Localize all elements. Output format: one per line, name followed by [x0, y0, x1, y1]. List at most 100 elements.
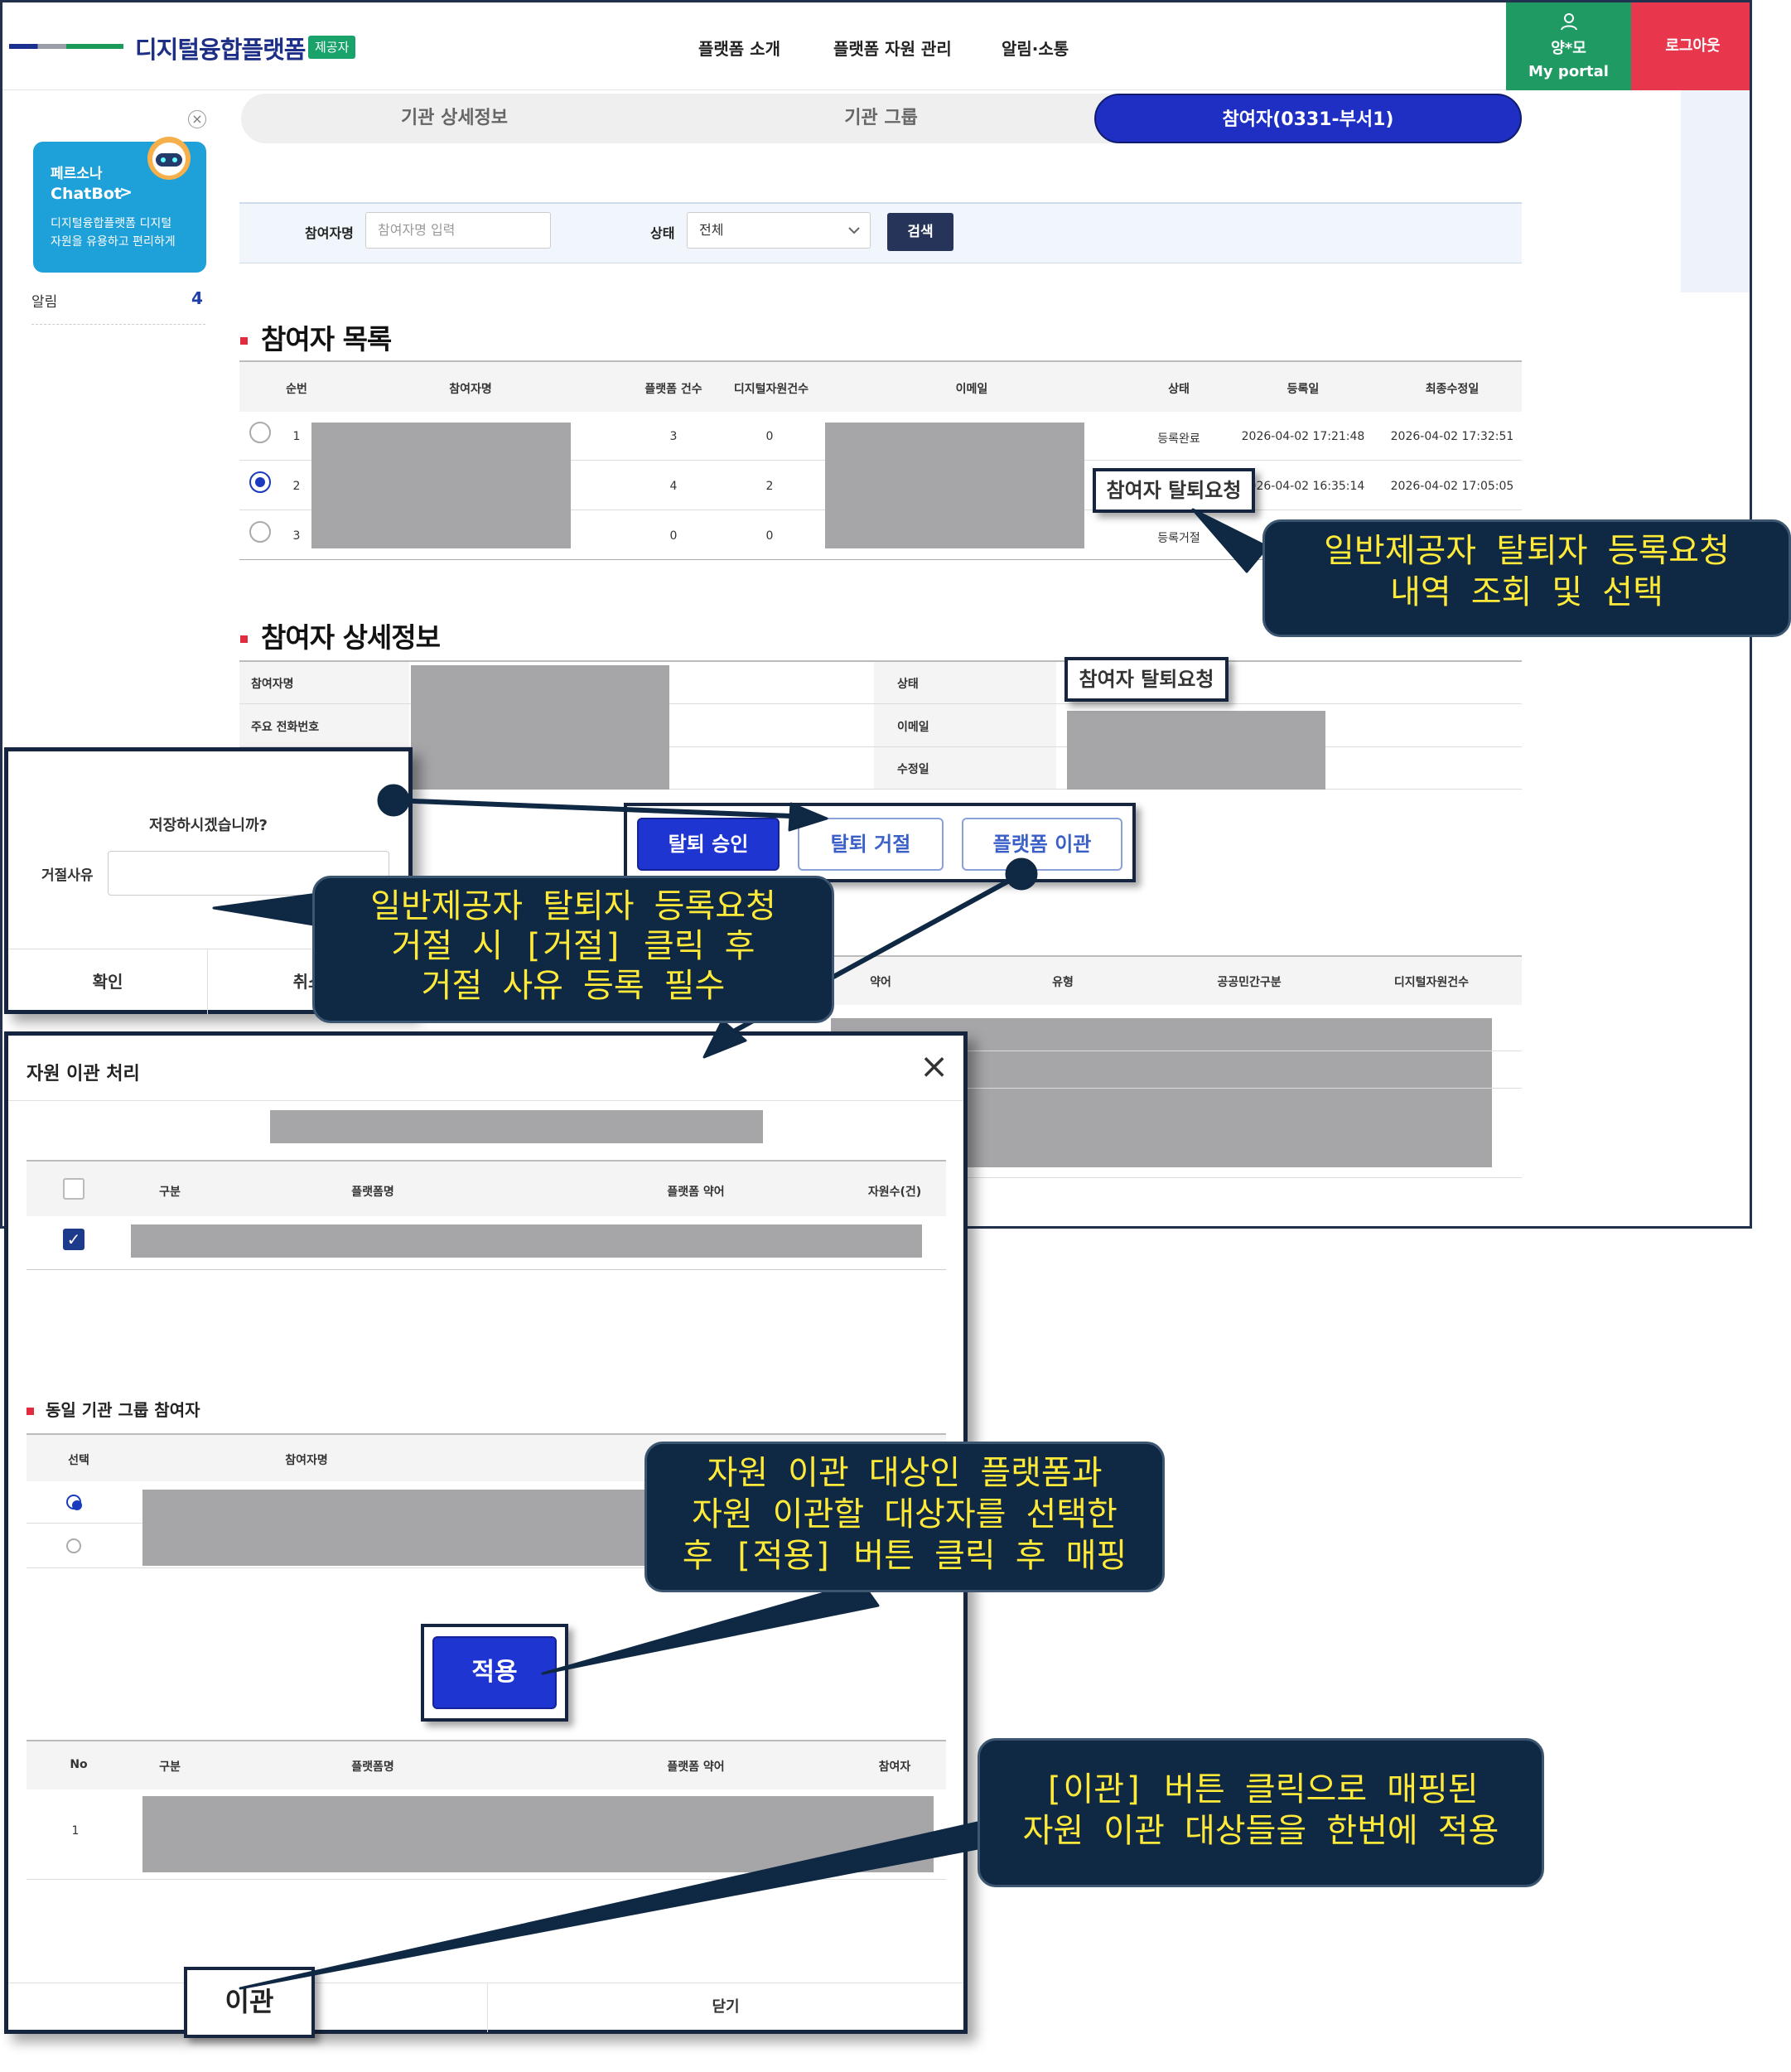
reject-withdrawal-button[interactable]: 탈퇴 거절 [798, 818, 944, 871]
transfer-col-abbr: 플랫폼 약어 [667, 1186, 725, 1199]
platform-row-divider [823, 1088, 1522, 1089]
tab-participant[interactable]: 참여자(0331-부서1) [1094, 94, 1522, 143]
callout-4-line-2: 자원 이관 대상들을 한번에 적용 [1022, 1812, 1499, 1850]
sidebar-alert-count: 4 [191, 288, 203, 308]
reject-modal-question: 저장하시겠습니까? [149, 817, 268, 834]
row-resources-1: 0 [765, 430, 774, 443]
group-radio-1[interactable] [66, 1495, 82, 1510]
group-participant-title-text: 동일 기관 그룹 참여자 [46, 1400, 200, 1420]
reject-reason-label: 거절사유 [41, 867, 94, 884]
nav-notice-communication[interactable]: 알림·소통 [1002, 39, 1069, 59]
transfer-close-button[interactable]: 닫기 [712, 1998, 740, 2016]
transfer-platform-button[interactable]: 플랫폼 이관 [962, 818, 1122, 871]
search-name-label: 참여자명 [305, 225, 354, 241]
callout-1-line-2: 내역 조회 및 선택 [1390, 573, 1663, 611]
detail-status-label: 상태 [897, 678, 919, 691]
select-all-checkbox[interactable] [63, 1178, 84, 1200]
col-name: 참여자명 [449, 383, 492, 396]
redacted-detail-name [411, 665, 669, 790]
callout-1-line-1: 일반제공자 탈퇴자 등록요청 [1324, 532, 1730, 570]
robot-icon [147, 137, 191, 180]
callout2-pointer [212, 891, 325, 928]
row-platforms-1: 3 [669, 430, 678, 443]
redacted-emails [825, 423, 1084, 548]
transfer-connector-arrow [702, 1019, 747, 1059]
row-platforms-2: 4 [669, 480, 678, 493]
close-icon[interactable]: × [920, 1046, 949, 1086]
tab-bar: 기관 상세정보 기관 그룹 참여자(0331-부서1) [241, 94, 1522, 143]
platform-col-sector: 공공민간구분 [1217, 976, 1282, 989]
platform-col-resources: 디지털자원건수 [1393, 976, 1470, 989]
mapped-row-no: 1 [71, 1824, 80, 1838]
detail-table [239, 660, 1522, 790]
row-radio-2[interactable] [249, 471, 271, 493]
detail-label-cell [874, 662, 1056, 790]
row-resources-3: 0 [765, 529, 774, 543]
top-header: 디지털융합플랫폼 제공자 플랫폼 소개 플랫폼 자원 관리 알림·소통 양*모 … [2, 2, 1750, 90]
callout-2-line-1: 일반제공자 탈퇴자 등록요청 [370, 887, 776, 925]
transfer-connector-dot [1005, 857, 1038, 891]
platform-col-abbr: 약어 [870, 976, 891, 989]
transfer-footer-split [487, 1983, 488, 2032]
redacted-mapped-row [142, 1796, 934, 1872]
callout3-pointer [541, 1581, 880, 1675]
tab-org-group[interactable]: 기관 그룹 [844, 108, 918, 128]
logout-button[interactable]: 로그아웃 [1631, 2, 1750, 90]
status-select[interactable]: 전체 [687, 212, 871, 249]
detail-divider [239, 746, 1522, 747]
row-radio-3[interactable] [249, 521, 271, 543]
group-row-divider [27, 1567, 946, 1568]
row-status-2: 참여자 탈퇴요청 [1093, 468, 1255, 513]
callout-apply-mapping: 자원 이관 대상인 플랫폼과 자원 이관할 대상자를 선택한 후 [적용] 버튼… [644, 1442, 1165, 1592]
reject-confirm-button[interactable]: 확인 [8, 949, 208, 1014]
chatbot-title: 페르소나 [51, 166, 103, 182]
search-button[interactable]: 검색 [887, 213, 953, 251]
transfer-col-count: 자원수(건) [867, 1186, 922, 1199]
my-portal-button[interactable]: 양*모 My portal [1506, 2, 1631, 90]
col-platforms: 플랫폼 건수 [644, 383, 702, 396]
col-updated: 최종수정일 [1425, 383, 1480, 396]
row-platforms-3: 0 [669, 529, 678, 543]
platform-row-checkbox[interactable]: ✓ [63, 1229, 84, 1250]
tab-org-detail[interactable]: 기관 상세정보 [400, 108, 509, 128]
chatbot-banner[interactable]: 페르소나 ChatBot > 디지털융합플랫폼 디지털 자원을 유용하고 편리하… [33, 137, 206, 273]
mapped-col-no: No [70, 1758, 88, 1771]
group-radio-2[interactable] [66, 1538, 81, 1553]
detail-phone-label: 주요 전화번호 [251, 721, 320, 734]
redacted-platform-row [131, 1224, 922, 1258]
row-status-3: 등록거절 [1157, 532, 1200, 545]
reject-connector-line [393, 798, 792, 819]
group-col-name: 참여자명 [285, 1454, 328, 1467]
sidebar-alert-label[interactable]: 알림 [31, 294, 58, 311]
chevron-right-icon: > [119, 183, 133, 201]
sidebar-divider [31, 324, 205, 325]
logo-text[interactable]: 디지털융합플랫폼 [135, 36, 306, 64]
mapped-col-participant: 참여자 [878, 1760, 911, 1774]
row-updated-2: 2026-04-02 17:05:05 [1390, 480, 1514, 493]
section-bullet [27, 1408, 34, 1415]
callout4-pointer [239, 1821, 984, 1990]
row-radio-1[interactable] [249, 422, 271, 443]
callout-transfer-all: [이관] 버튼 클릭으로 매핑된 자원 이관 대상들을 한번에 적용 [978, 1738, 1544, 1887]
right-side-panel [1681, 90, 1750, 292]
platform-table-header [823, 955, 1522, 1005]
chevron-down-icon [848, 227, 860, 234]
chatbot-close-icon[interactable]: × [188, 110, 206, 128]
approve-withdrawal-button[interactable]: 탈퇴 승인 [637, 818, 780, 871]
status-select-value: 전체 [699, 222, 724, 238]
search-name-input[interactable]: 참여자명 입력 [365, 212, 551, 249]
chatbot-desc-line2: 자원을 유용하고 편리하게 [51, 235, 176, 249]
platform-row-divider [823, 1177, 1522, 1178]
logo-mark [9, 44, 123, 49]
col-resources: 디지털자원건수 [733, 383, 809, 396]
col-created: 등록일 [1287, 383, 1320, 396]
row-status-1: 등록완료 [1157, 432, 1200, 446]
nav-resource-management[interactable]: 플랫폼 자원 관리 [833, 39, 952, 59]
callout-select-request: 일반제공자 탈퇴자 등록요청 내역 조회 및 선택 [1262, 519, 1791, 637]
transfer-table-bottom [27, 1269, 946, 1270]
apply-button[interactable]: 적용 [432, 1636, 557, 1709]
transfer-table-header [27, 1160, 946, 1216]
list-bottom-border [239, 559, 1522, 560]
nav-platform-intro[interactable]: 플랫폼 소개 [698, 39, 780, 59]
